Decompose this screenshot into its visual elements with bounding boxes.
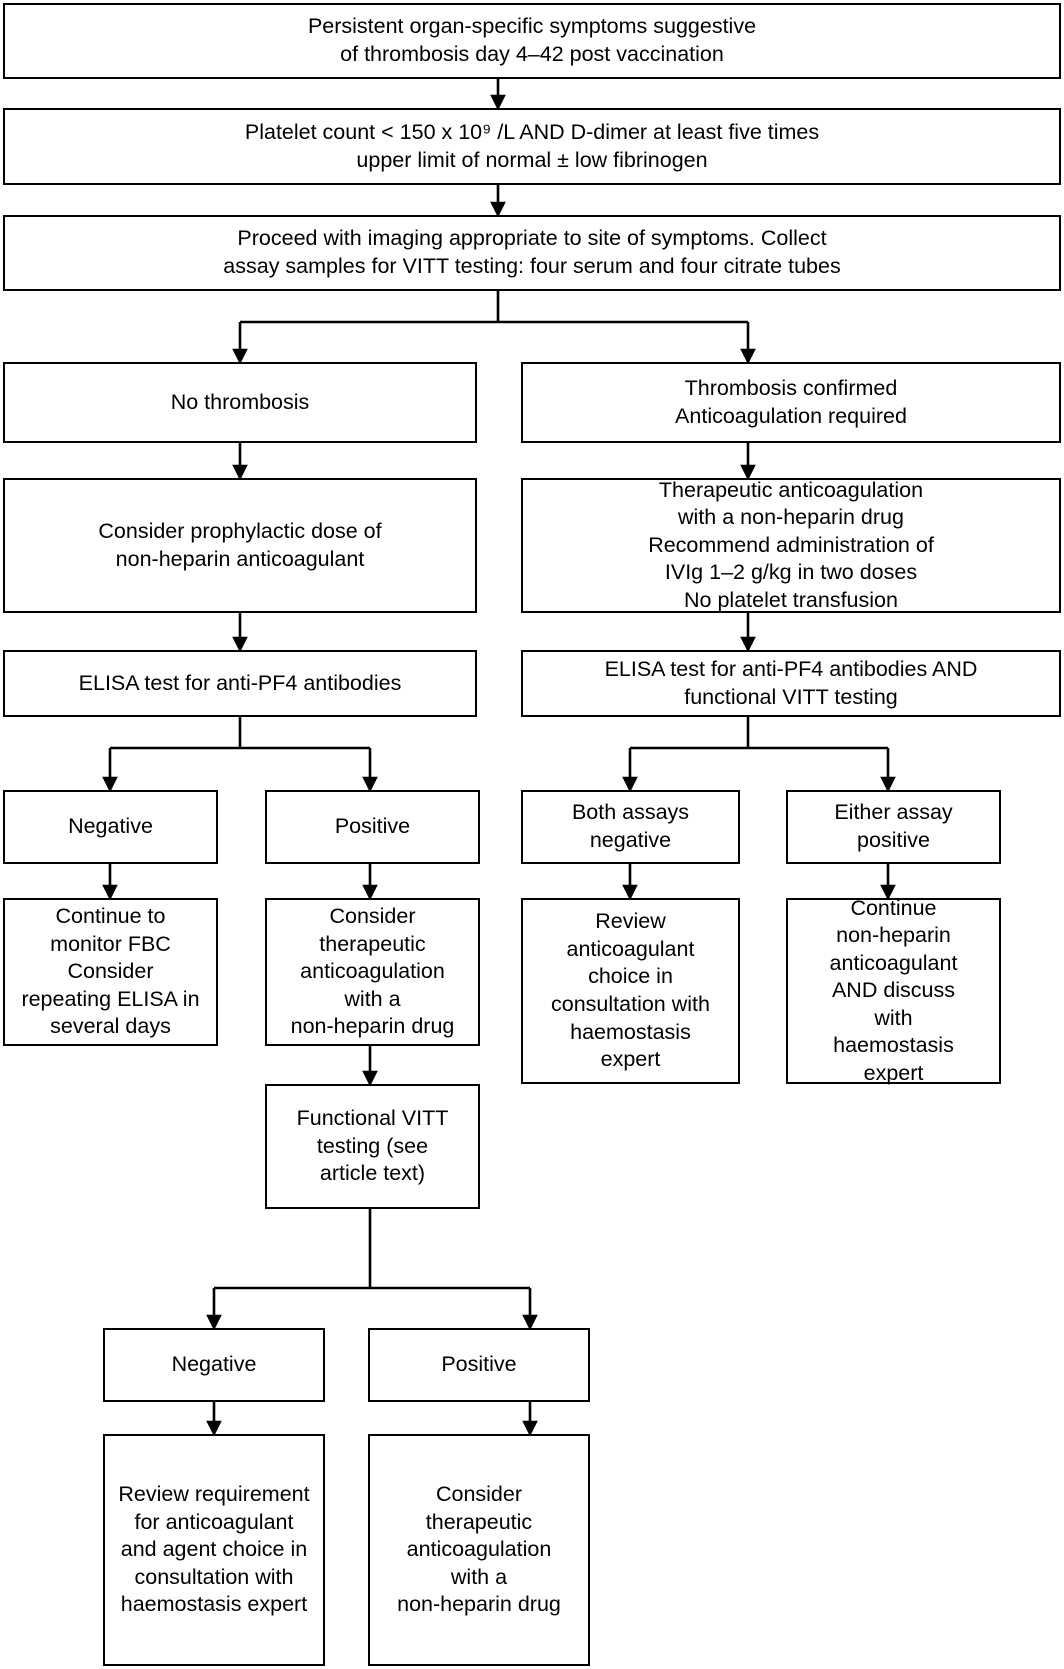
node-thrombosis-confirmed: Thrombosis confirmed Anticoagulation req…: [521, 362, 1061, 443]
node-no-thrombosis: No thrombosis: [3, 362, 477, 443]
node-monitor-fbc: Continue to monitor FBC Consider repeati…: [3, 898, 218, 1046]
node-consider-therapeutic-upper: Consider therapeutic anticoagulation wit…: [265, 898, 480, 1046]
node-vitt-positive: Positive: [368, 1328, 590, 1402]
node-both-assays-negative: Both assays negative: [521, 790, 740, 864]
node-review-anticoagulant-choice: Review anticoagulant choice in consultat…: [521, 898, 740, 1084]
node-imaging-assay: Proceed with imaging appropriate to site…: [3, 215, 1061, 291]
node-vitt-negative: Negative: [103, 1328, 325, 1402]
node-symptoms: Persistent organ-specific symptoms sugge…: [3, 3, 1061, 79]
node-elisa-positive: Positive: [265, 790, 480, 864]
node-continue-non-heparin: Continue non-heparin anticoagulant AND d…: [786, 896, 1001, 1085]
node-functional-vitt-testing: Functional VITT testing (see article tex…: [265, 1084, 480, 1209]
node-either-assay-positive: Either assay positive: [786, 790, 1001, 864]
node-prophylactic-dose: Consider prophylactic dose of non-hepari…: [3, 478, 477, 613]
node-elisa-negative: Negative: [3, 790, 218, 864]
node-consider-therapeutic-lower: Consider therapeutic anticoagulation wit…: [368, 1434, 590, 1666]
node-therapeutic-anticoagulation: Therapeutic anticoagulation with a non-h…: [521, 478, 1061, 613]
node-elisa-test-right: ELISA test for anti-PF4 antibodies AND f…: [521, 650, 1061, 717]
node-platelet-count: Platelet count < 150 x 10⁹ /L AND D-dime…: [3, 108, 1061, 185]
node-review-requirement: Review requirement for anticoagulant and…: [103, 1434, 325, 1666]
node-elisa-test-left: ELISA test for anti-PF4 antibodies: [3, 650, 477, 717]
